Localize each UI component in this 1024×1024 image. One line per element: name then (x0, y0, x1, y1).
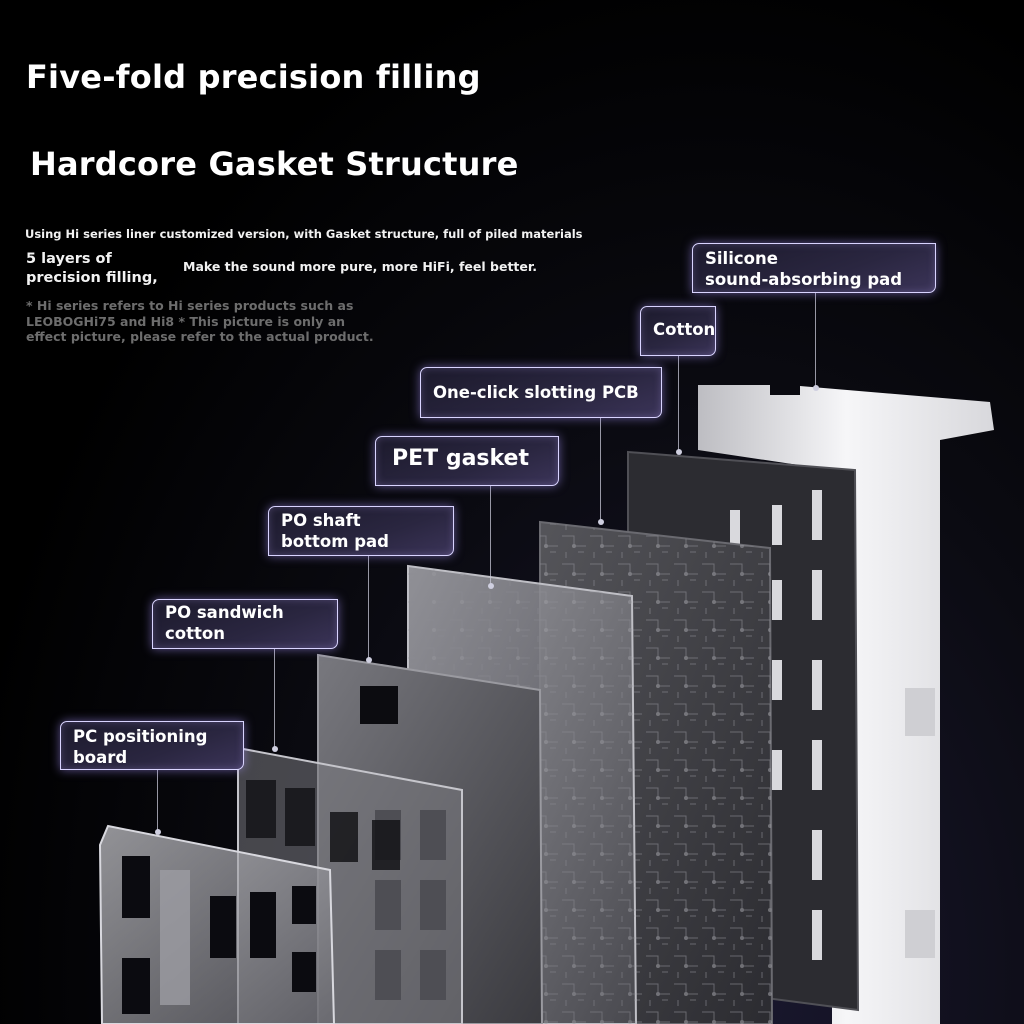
subheadline: Hardcore Gasket Structure (30, 145, 519, 183)
label-pc-board-line-2: board (73, 748, 128, 767)
leader-po-sandwich (271, 649, 278, 752)
label-silicone-line-2: sound-absorbing pad (705, 270, 903, 289)
disclaimer: * Hi series refers to Hi series products… (26, 298, 374, 344)
label-po-sandwich-line-2: cotton (165, 624, 225, 643)
leader-pcb (597, 418, 604, 525)
intro-line: Using Hi series liner customized version… (25, 227, 583, 241)
label-po-sandwich-line-1: PO sandwich (165, 603, 284, 622)
headline: Five-fold precision filling (26, 58, 481, 96)
label-pcb: One-click slotting PCB (420, 367, 662, 418)
leader-po-shaft (365, 556, 372, 663)
label-pc-board: PC positioning board (60, 721, 244, 770)
layers-line-1: 5 layers of (26, 251, 112, 267)
leader-pc-board (154, 770, 161, 835)
layers-callout: 5 layers of precision filling, (26, 250, 158, 288)
label-po-shaft-line-2: bottom pad (281, 532, 389, 551)
label-silicone-pad: Silicone sound-absorbing pad (692, 243, 936, 293)
label-po-shaft-line-1: PO shaft (281, 511, 361, 530)
leader-silicone (812, 292, 819, 391)
leader-pet (487, 486, 494, 589)
label-po-shaft: PO shaft bottom pad (268, 506, 454, 556)
label-pc-board-line-1: PC positioning (73, 727, 208, 746)
label-pet-gasket: PET gasket (375, 436, 559, 486)
label-po-sandwich: PO sandwich cotton (152, 599, 338, 649)
leader-cotton (675, 356, 682, 455)
label-cotton: Cotton (640, 306, 716, 356)
pc-positioning-board-layer (98, 824, 336, 1024)
label-silicone-line-1: Silicone (705, 249, 778, 268)
benefit-text: Make the sound more pure, more HiFi, fee… (183, 259, 537, 274)
layers-line-2: precision filling, (26, 270, 158, 286)
